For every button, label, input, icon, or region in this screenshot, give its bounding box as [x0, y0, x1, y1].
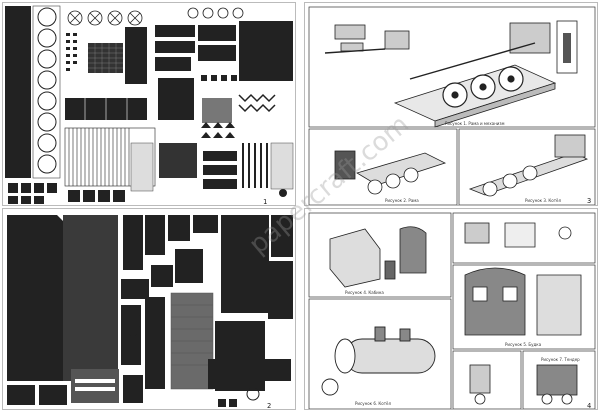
page-number: 4 — [587, 402, 591, 410]
chassis-assembly — [468, 134, 589, 197]
wheel-row-top — [67, 10, 143, 26]
drive-wheels — [442, 66, 524, 108]
page-number: 2 — [267, 402, 271, 410]
assembly-sheet-page-4: Рисунок 4. Кабина Рисунок 5. Будка Рисун… — [304, 208, 598, 410]
panel-caption: Рисунок 6. Котёл — [355, 401, 391, 406]
page-number: 3 — [587, 197, 591, 205]
panel-caption: Рисунок 1. Рама и механизм — [445, 121, 505, 126]
cab-walls — [329, 226, 427, 288]
side-rods — [324, 42, 536, 80]
assembly-sheet-page-3: Рисунок 1. Рама и механизм Рисунок 2. Ра… — [304, 2, 598, 206]
ladder-part — [216, 326, 248, 338]
cylinder-parts — [334, 24, 410, 52]
wheel-column — [37, 7, 57, 174]
assembly-panel-2 — [308, 128, 458, 205]
assembly-panel-5 — [452, 212, 596, 264]
panel-caption: Рисунок 7. Тендер — [541, 357, 580, 362]
assembly-sheet-3-drawing: Рисунок 1. Рама и механизм Рисунок 2. Ра… — [305, 3, 597, 205]
assembly-panel-4 — [308, 212, 452, 298]
small-bracket-parts — [238, 93, 276, 113]
panel-caption: Рисунок 2. Рама — [385, 198, 419, 203]
panel-caption: Рисунок 4. Кабина — [345, 290, 384, 295]
assembly-sheet-4-drawing: Рисунок 4. Кабина Рисунок 5. Будка Рисун… — [305, 209, 597, 410]
boiler-frame-assembly — [334, 150, 447, 195]
page-number: 1 — [263, 198, 267, 206]
parts-sheet-1-drawing: 1 — [3, 3, 295, 206]
tender-assembly — [536, 364, 578, 405]
assembly-panel-1 — [308, 6, 596, 128]
cab-front — [464, 267, 582, 336]
assembly-panel-3 — [458, 128, 596, 205]
panel-caption: Рисунок 3. Котёл — [525, 198, 561, 203]
assembly-panel-9 — [522, 350, 596, 409]
parts-sheet-2-drawing: 2 — [3, 209, 295, 410]
assembly-panel-6 — [452, 264, 596, 350]
assembly-panel-8 — [452, 350, 522, 409]
panel-caption: Рисунок 5. Будка — [505, 342, 542, 347]
assembly-panel-7 — [308, 298, 452, 409]
boiler-assembly — [321, 326, 436, 396]
wheel-row-top-right — [187, 7, 244, 19]
parts-sheet-page-1: 1 — [2, 2, 296, 206]
grill-part — [170, 292, 214, 390]
parts-sheet-page-2: 2 — [2, 208, 296, 410]
rod-parts — [242, 143, 268, 188]
